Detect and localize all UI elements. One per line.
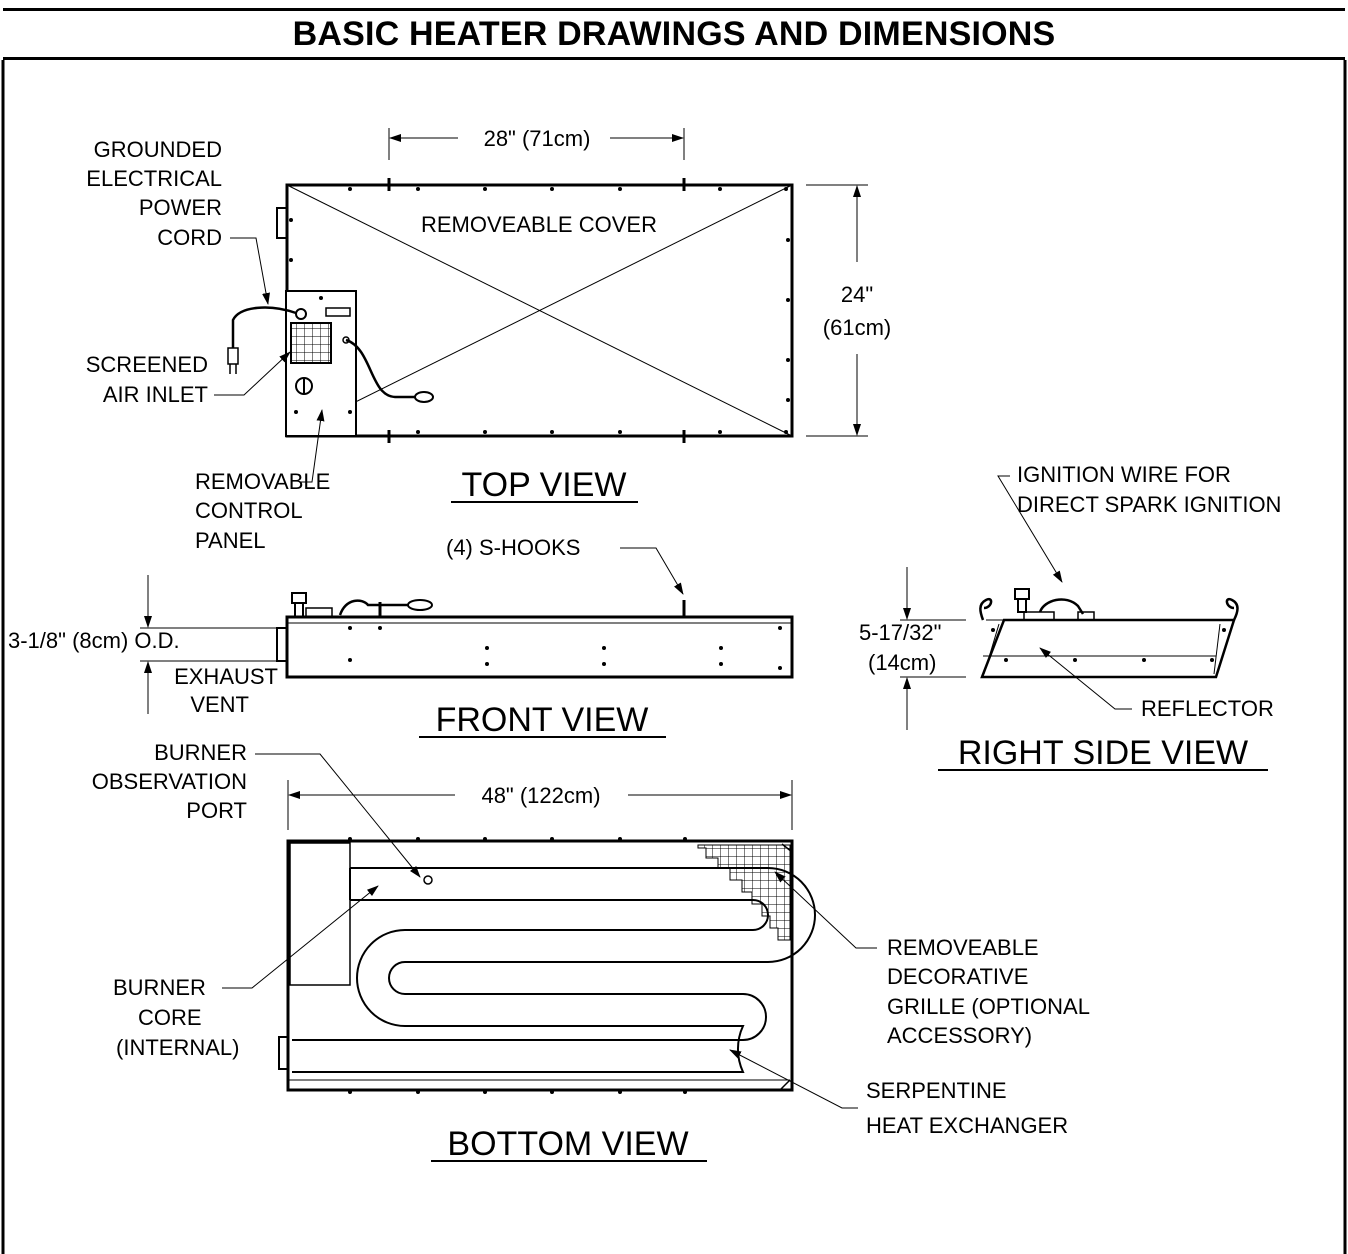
grille-line-1: REMOVEABLE	[887, 935, 1039, 960]
burner-core-line-2: CORE	[138, 1005, 202, 1030]
serpentine-line-1: SERPENTINE	[866, 1078, 1007, 1103]
s-hooks-text: (4) S-HOOKS	[446, 535, 580, 560]
grille-line-3: GRILLE (OPTIONAL	[887, 994, 1090, 1019]
power-cord-line-2: ELECTRICAL	[86, 166, 222, 191]
label-grille: REMOVEABLE DECORATIVE GRILLE (OPTIONAL A…	[774, 871, 1090, 1048]
power-cord-line-1: GROUNDED	[94, 137, 222, 162]
label-control-panel: REMOVABLE CONTROL PANEL	[195, 409, 330, 553]
power-cord-line-3: POWER	[139, 195, 222, 220]
page-title: BASIC HEATER DRAWINGS AND DIMENSIONS	[292, 14, 1056, 53]
power-cord	[231, 306, 297, 348]
dim-od-text: 3-1/8" (8cm) O.D.	[8, 628, 180, 653]
reflector-text: REFLECTOR	[1141, 696, 1274, 721]
view-title-top: TOP VIEW	[461, 466, 626, 504]
label-ignition: IGNITION WIRE FOR DIRECT SPARK IGNITION	[997, 462, 1281, 583]
view-title-front: FRONT VIEW	[436, 701, 649, 739]
ignition-line-2: DIRECT SPARK IGNITION	[1017, 492, 1281, 517]
view-title-bottom: BOTTOM VIEW	[447, 1125, 688, 1163]
dim-48-text: 48" (122cm)	[481, 783, 600, 808]
dim-28: 28" (71cm)	[388, 126, 685, 160]
air-inlet-line-1: SCREENED	[86, 352, 208, 377]
burner-core-line-1: BURNER	[113, 975, 206, 1000]
observation-line-2: OBSERVATION	[92, 769, 247, 794]
grille-line-2: DECORATIVE	[887, 964, 1028, 989]
label-power-cord: GROUNDED ELECTRICAL POWER CORD	[86, 137, 270, 305]
title-bar: BASIC HEATER DRAWINGS AND DIMENSIONS	[3, 8, 1345, 60]
serpentine-heat-exchanger	[292, 867, 816, 1041]
front-view-body	[285, 615, 794, 679]
dim-height: 5-17/32" (14cm)	[859, 567, 966, 730]
dim-24: 24" (61cm)	[806, 184, 891, 437]
right-side-view	[979, 588, 1239, 679]
screened-air-inlet	[290, 322, 332, 364]
control-panel-line-3: PANEL	[195, 528, 266, 553]
label-serpentine: SERPENTINE HEAT EXCHANGER	[729, 1049, 1068, 1138]
power-cord-line-4: CORD	[157, 225, 222, 250]
burner-core-box	[289, 842, 351, 986]
observation-line-3: PORT	[186, 798, 247, 823]
dim-48: 48" (122cm)	[287, 780, 793, 830]
dim-24-text-b: (61cm)	[823, 315, 891, 340]
label-air-inlet: SCREENED AIR INLET	[86, 351, 291, 407]
label-exhaust: EXHAUST VENT	[174, 664, 278, 717]
exhaust-line-2: VENT	[190, 692, 249, 717]
bottom-view-body	[286, 839, 794, 1092]
dim-28-text: 28" (71cm)	[484, 126, 591, 151]
right-view-body	[980, 618, 1236, 679]
label-reflector: REFLECTOR	[1039, 647, 1274, 721]
observation-line-1: BURNER	[154, 740, 247, 765]
label-s-hooks: (4) S-HOOKS	[446, 535, 684, 595]
serpentine-line-2: HEAT EXCHANGER	[866, 1113, 1068, 1138]
ignition-line-1: IGNITION WIRE FOR	[1017, 462, 1231, 487]
front-view	[276, 592, 794, 679]
exhaust-line-1: EXHAUST	[174, 664, 278, 689]
dim-height-text-b: (14cm)	[868, 650, 936, 675]
grille-line-4: ACCESSORY)	[887, 1023, 1032, 1048]
label-observation-port: BURNER OBSERVATION PORT	[92, 740, 421, 878]
burner-core-line-3: (INTERNAL)	[116, 1035, 239, 1060]
decorative-grille	[697, 844, 791, 941]
label-burner-core: BURNER CORE (INTERNAL)	[113, 885, 379, 1060]
dim-24-text-a: 24"	[841, 282, 873, 307]
view-title-right: RIGHT SIDE VIEW	[958, 734, 1248, 772]
control-panel-line-2: CONTROL	[195, 498, 303, 523]
air-inlet-line-2: AIR INLET	[103, 382, 208, 407]
label-cover: REMOVEABLE COVER	[421, 212, 657, 237]
dim-height-text-a: 5-17/32"	[859, 620, 941, 645]
bottom-view	[278, 837, 816, 1094]
dim-od: 3-1/8" (8cm) O.D.	[8, 575, 287, 714]
